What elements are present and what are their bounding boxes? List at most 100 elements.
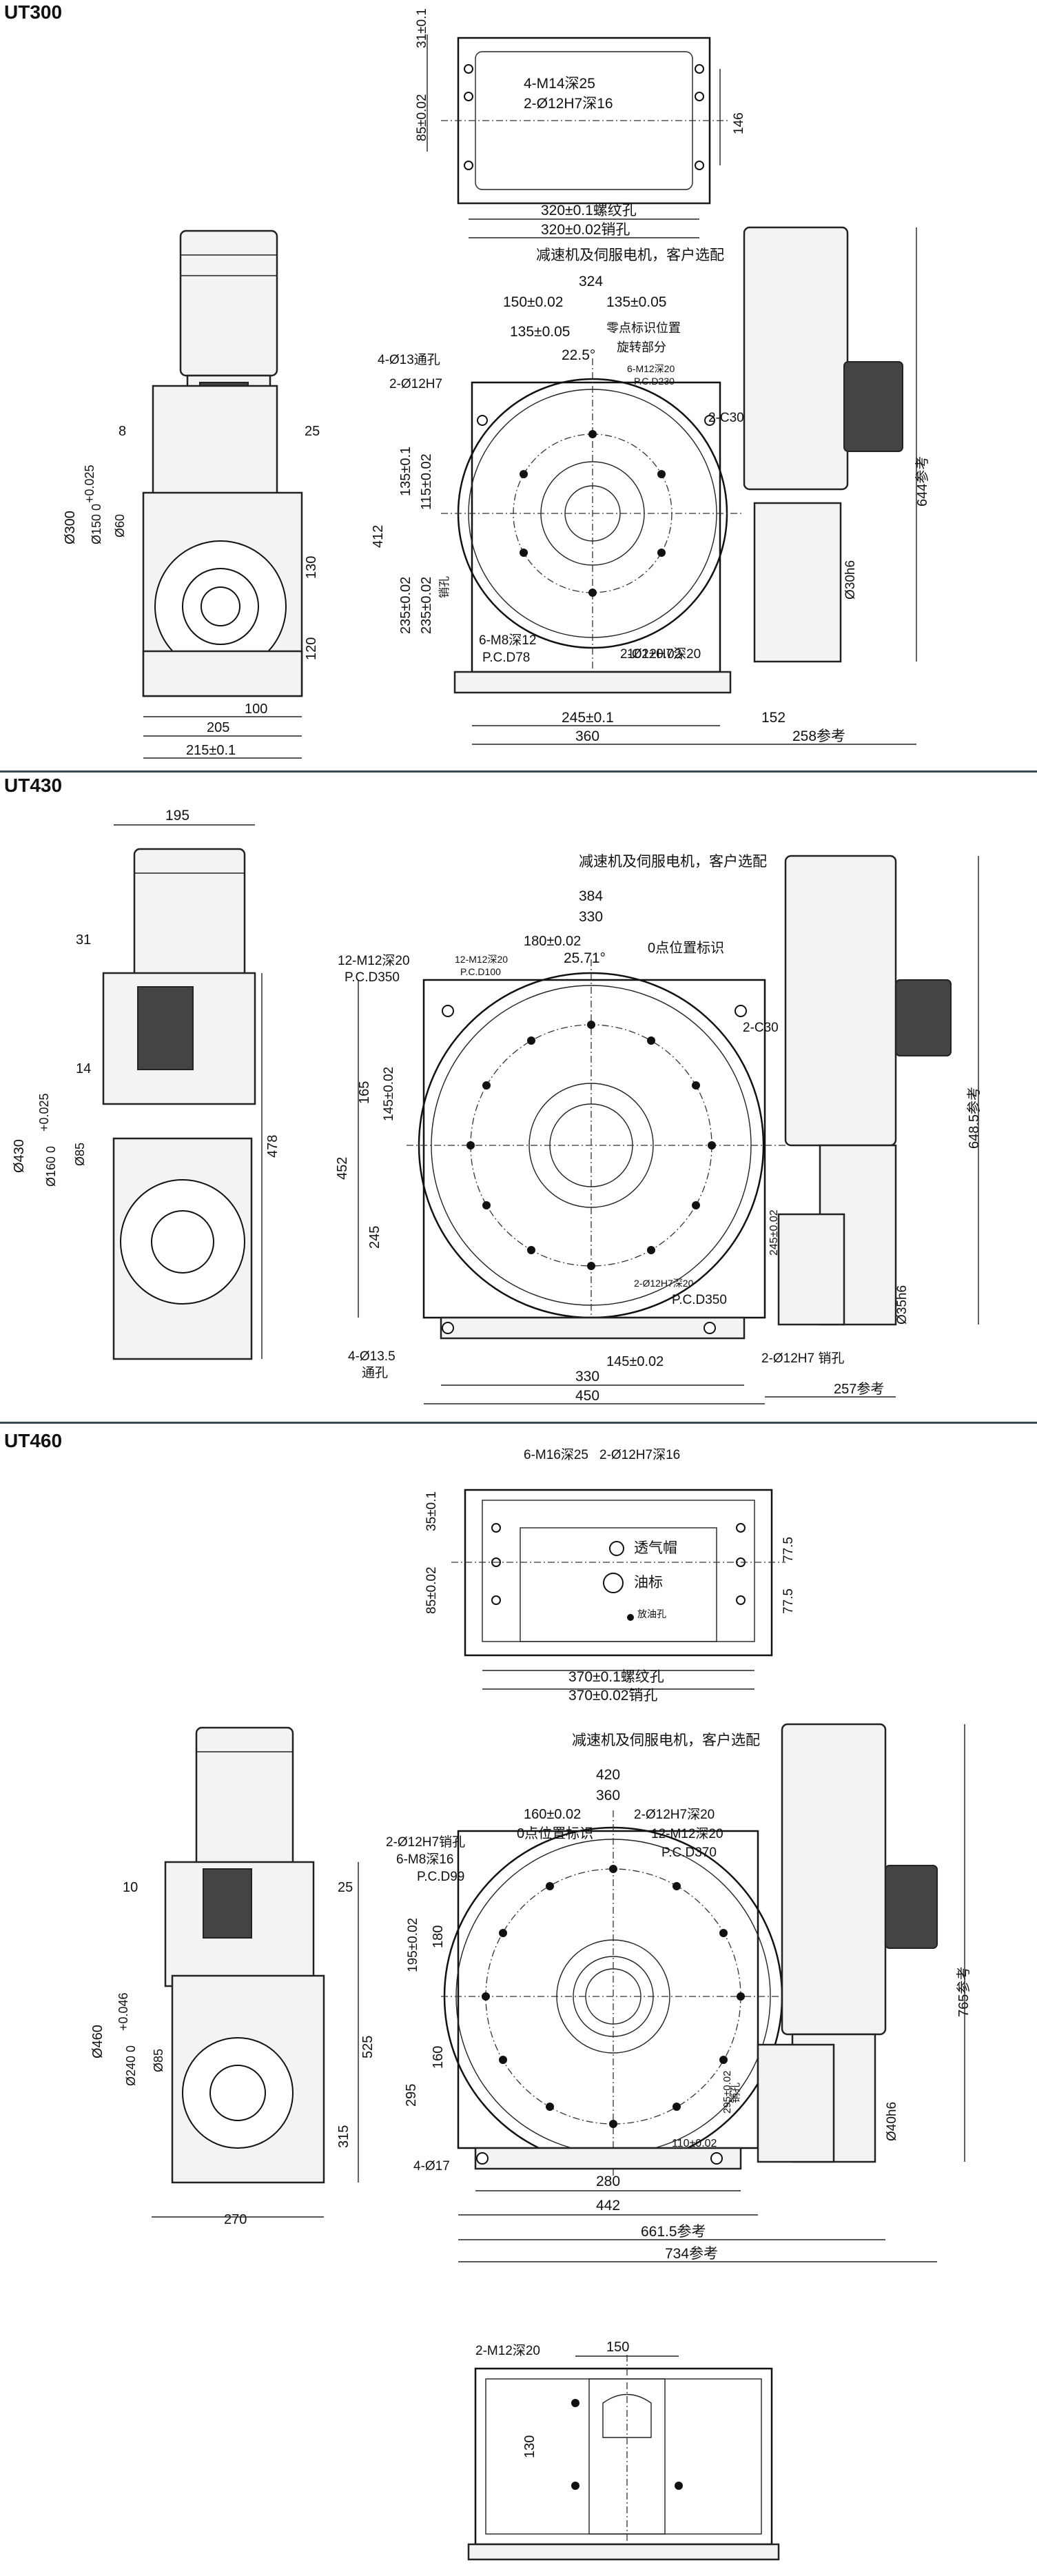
dim-label: 412: [371, 525, 386, 548]
note-label: 0点位置标识: [517, 1826, 593, 1841]
dim-label: 150: [606, 2340, 629, 2355]
ut460-bolt-holes: [476, 1865, 745, 2165]
dim-label: Ø150 0: [90, 504, 103, 544]
ut430-side-view: [102, 848, 256, 1360]
dim-label: 478: [265, 1135, 280, 1158]
ut300-side-view: [142, 229, 303, 697]
dim-label: 120: [304, 637, 319, 660]
dim-label: 195±0.02: [406, 1918, 420, 1972]
dim-label: 370±0.02销孔: [568, 1688, 657, 1704]
dim-label: 295±0.02: [721, 2071, 733, 2114]
note-label: 12-M12深20: [338, 953, 410, 968]
dim-label: 150±0.02: [503, 294, 563, 310]
ut300-bolt-holes: [477, 415, 715, 597]
dim-label: 14: [76, 1061, 91, 1076]
dim-label: 25.71°: [564, 950, 606, 966]
dim-label: 644参考: [914, 456, 930, 507]
note-label: P.C.D100: [460, 966, 501, 977]
dim-label: 145±0.02: [606, 1354, 664, 1369]
dim-label: 152: [761, 710, 786, 726]
dim-label: 648.5参考: [966, 1087, 982, 1149]
dim-label: 85±0.02: [424, 1566, 439, 1614]
dim-label: Ø30h6: [843, 560, 858, 600]
dim-label: 77.5: [781, 1588, 796, 1614]
dim-label: 734参考: [665, 2246, 718, 2262]
note-label: 2-C30: [743, 1021, 779, 1035]
note-label: 通孔: [362, 1365, 388, 1380]
note-label: 2-Ø12H7深20: [634, 1807, 715, 1822]
dim-label: 295: [404, 2084, 419, 2107]
ut430-front-view: [407, 855, 952, 1340]
dim-label: 110±0.02: [672, 2138, 717, 2149]
dim-label: Ø60: [113, 514, 127, 538]
dim-label: 77.5: [781, 1537, 796, 1562]
dim-label: +0.025: [37, 1093, 51, 1132]
dim-label: 25: [338, 1880, 353, 1895]
note-label: 2-Ø12H7 销孔: [761, 1351, 844, 1366]
ut430-bolt-holes: [442, 1005, 747, 1334]
dim-label: 195: [165, 808, 189, 824]
dim-label: 245±0.1: [562, 710, 614, 726]
dim-label: 25: [305, 424, 320, 439]
dim-label: 22.5°: [562, 347, 595, 363]
dim-label: 315: [336, 2125, 351, 2148]
dim-label: Ø240 0: [124, 2045, 138, 2086]
dim-label: 257参考: [834, 1381, 884, 1397]
dim-label: 160: [431, 2046, 446, 2069]
note-label: 6-M8深12: [479, 633, 536, 648]
dim-label: Ø300: [63, 511, 78, 544]
note-label: 2-Ø12H7深20: [634, 1278, 694, 1289]
dim-label: 450: [575, 1388, 599, 1404]
note-label: P.C.D350: [345, 970, 400, 985]
note-label: 0点位置标识: [648, 940, 724, 956]
note-label: 零点标识位置: [606, 321, 681, 335]
note-label: P.C.D370: [661, 1846, 717, 1860]
note-label: 油标: [634, 1575, 663, 1591]
note-label: 减速机及伺服电机，客户选配: [579, 854, 767, 870]
dim-label: Ø85: [73, 1143, 87, 1166]
dim-label: 31±0.1: [415, 8, 429, 48]
dim-label: 146: [732, 112, 746, 134]
dim-label: Ø40h6: [885, 2102, 899, 2141]
dim-label: 销孔: [438, 576, 451, 598]
dim-label: 180±0.02: [524, 934, 581, 949]
note-label: 2-C30: [708, 411, 744, 425]
dim-label: 215±0.1: [186, 743, 236, 758]
note-label: 放油孔: [637, 1608, 666, 1619]
section-title: UT300: [4, 1, 63, 23]
dim-label: 280: [596, 2174, 620, 2189]
note-label: 2-Ø12H7: [389, 377, 442, 391]
dim-label: 130: [522, 2435, 537, 2458]
dim-label: 330: [579, 909, 603, 925]
dim-label: 165: [357, 1081, 372, 1104]
dim-label: Ø160 0: [44, 1146, 58, 1187]
note-label: 4-Ø13.5: [348, 1349, 396, 1364]
section-title: UT430: [4, 775, 63, 796]
dim-label: 442: [596, 2198, 620, 2214]
dim-label: +0.046: [116, 1992, 130, 2031]
dim-label: 452: [335, 1157, 350, 1180]
dim-label: 205: [207, 720, 229, 735]
note-label: P.C.D78: [482, 651, 530, 665]
dim-label: Ø460: [90, 2025, 105, 2058]
dim-label: 102±0.02: [627, 647, 681, 662]
section-ut460: UT460 35±0.1 85±0.02 77.5 77.5 370±0.1螺纹…: [0, 1424, 1037, 2576]
dim-label: 115±0.02: [419, 453, 434, 510]
note-label: 4-Ø13通孔: [378, 352, 440, 367]
dim-label: 360: [575, 728, 599, 744]
dim-label: 180: [431, 1925, 446, 1948]
dim-label: 258参考: [792, 728, 845, 744]
note-label: 2-Ø12H7深16: [599, 1447, 680, 1462]
section-title: UT460: [4, 1430, 63, 1451]
note-label: 6-M16深25: [524, 1447, 588, 1462]
ut460-side-view: [164, 1726, 325, 2184]
note-label: P.C.D230: [634, 376, 675, 387]
dim-label: 85±0.02: [415, 94, 429, 141]
section-ut300: UT300 31±0.1 85±0.02 146 320±0.1螺纹孔 320±…: [0, 0, 1037, 772]
dim-label: +0.025: [83, 464, 96, 503]
note-label: 6-M8深16: [396, 1852, 453, 1867]
dim-label: 320±0.02销孔: [541, 222, 630, 238]
ut460-top-view: [451, 1489, 786, 1690]
dim-label: 360: [596, 1788, 620, 1803]
dim-label: 525: [360, 2036, 376, 2058]
